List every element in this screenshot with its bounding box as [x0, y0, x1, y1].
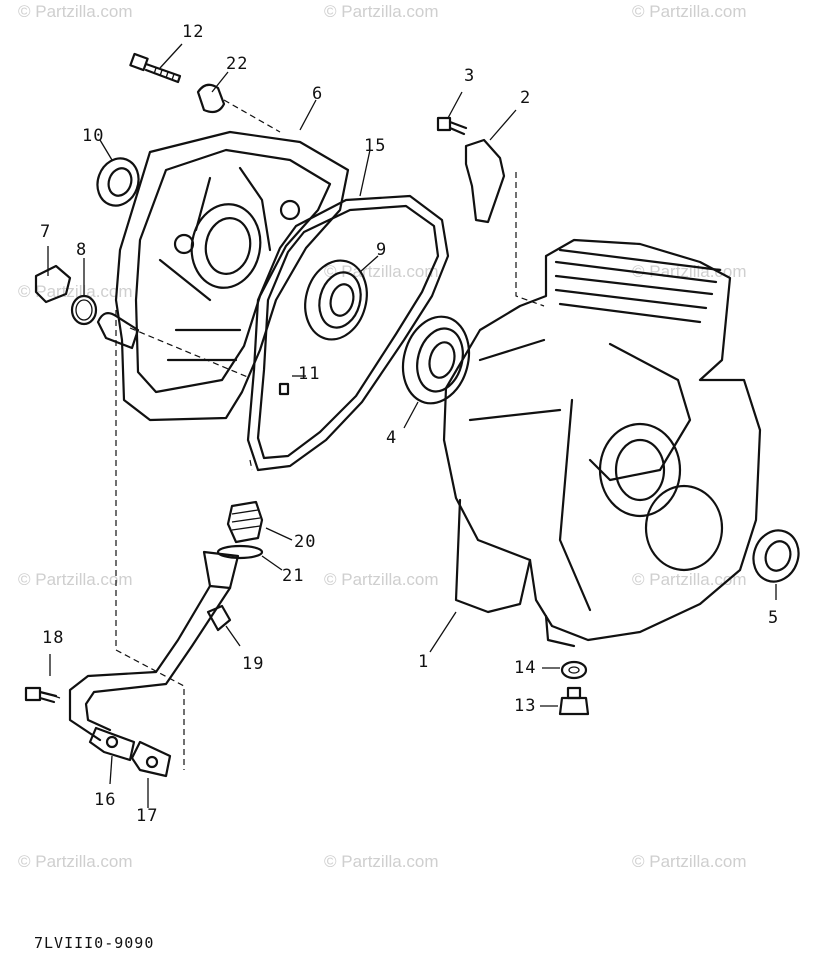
oil-seal-part [96, 139, 140, 207]
callout-label: 2 [520, 88, 532, 108]
bearing-part [401, 315, 471, 429]
bolt-part [436, 91, 468, 136]
callout-label: 8 [76, 240, 88, 260]
watermark: © Partzilla.com [18, 852, 133, 871]
callout-label: 21 [282, 566, 305, 586]
callout-label: 7 [40, 222, 52, 242]
callout-label: 20 [294, 532, 317, 552]
watermark: © Partzilla.com [632, 2, 747, 21]
watermark: © Partzilla.com [324, 2, 439, 21]
watermark: © Partzilla.com [632, 570, 747, 589]
callout-label: 19 [242, 654, 265, 674]
cover-plate-part [464, 109, 545, 307]
watermark: © Partzilla.com [632, 852, 747, 871]
gasket-part [246, 149, 450, 472]
callout-label: 6 [312, 84, 324, 104]
watermark: © Partzilla.com [324, 852, 439, 871]
bolt-part [24, 654, 58, 704]
callout-label: 13 [514, 696, 537, 716]
callout-label: 12 [182, 22, 205, 42]
sleeve-part [96, 312, 251, 379]
watermark: © Partzilla.com [18, 282, 133, 301]
callout-label: 4 [386, 428, 398, 448]
watermark: © Partzilla.com [324, 570, 439, 589]
oil-pipe-part [47, 310, 240, 808]
callout-label: 3 [464, 66, 476, 86]
sleeve-part [196, 71, 281, 133]
bearing-part [304, 255, 379, 341]
callout-label: 22 [226, 54, 249, 74]
callout-label: 1 [418, 652, 430, 672]
drawing-code: 7LVIII0-9090 [34, 934, 155, 952]
crankcase-part [429, 238, 762, 653]
oil-seal-part [752, 529, 800, 600]
callout-label: 17 [136, 806, 159, 826]
watermark: © Partzilla.com [632, 262, 747, 281]
bolt-part [129, 43, 183, 84]
drain-plug-part [540, 686, 590, 716]
watermark: © Partzilla.com [18, 570, 133, 589]
callout-label: 5 [768, 608, 780, 628]
bolt-part [206, 604, 241, 647]
crankcase-cover-part [114, 99, 350, 422]
callout-label: 11 [298, 364, 321, 384]
callout-label: 14 [514, 658, 537, 678]
callout-label: 18 [42, 628, 65, 648]
watermark: © Partzilla.com [18, 2, 133, 21]
callout-label: 9 [376, 240, 388, 260]
dowel-pin-part [278, 375, 306, 396]
washer-part [542, 660, 588, 680]
drain-plug-part [34, 246, 98, 326]
callout-label: 16 [94, 790, 117, 810]
filler-plug-part [216, 500, 293, 571]
callout-label: 10 [82, 126, 105, 146]
callout-label: 15 [364, 136, 387, 156]
